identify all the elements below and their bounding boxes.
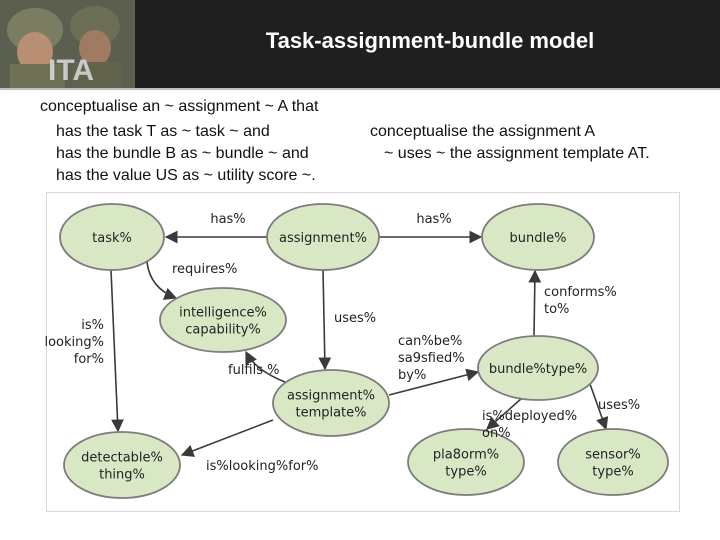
edge-label-line: is% <box>81 318 104 333</box>
edge-bundletype-bundle <box>528 269 542 337</box>
edge-label-line: to% <box>544 302 569 317</box>
node-label-line: assignment% <box>279 231 367 246</box>
node-label-line: capability% <box>185 323 261 338</box>
edge-label-task-intelligence: requires% <box>172 262 237 277</box>
node-sensor: sensor% type% <box>557 428 669 496</box>
node-ellipse-task <box>59 203 165 271</box>
node-platform: pla8orm% type% <box>407 428 525 496</box>
edge-label-template-bundletype: can%be% sa9sfied% by% <box>398 334 465 383</box>
edge-template-detectable <box>180 419 274 457</box>
node-ellipse-sensor <box>557 428 669 496</box>
edge-label-assignment-template: uses% <box>334 311 376 326</box>
edge-label-bundletype-sensor: uses% <box>598 398 640 413</box>
edge-bundletype-sensor <box>589 383 609 431</box>
edge-label-template-intelligence: fulfils % <box>228 363 280 378</box>
left-text-line-3: has the bundle B as ~ bundle ~ and <box>56 145 309 162</box>
node-label-bundle_type: bundle%type% <box>489 362 587 377</box>
node-label-line: pla8orm% <box>433 448 499 463</box>
edge-label-bundletype-bundle: conforms% to% <box>544 285 617 317</box>
edge-label-line: is%deployed% <box>482 409 577 424</box>
right-text-line-1: conceptualise the assignment A <box>370 123 596 140</box>
node-ellipse-bundle_type <box>477 335 599 401</box>
edge-task-detectable <box>110 269 124 433</box>
edge-label-line: has% <box>416 212 451 227</box>
left-text-line-4: has the value US as ~ utility score ~. <box>56 167 316 184</box>
edge-label-line: looking% <box>44 335 104 350</box>
node-label-assignment: assignment% <box>279 231 367 246</box>
edge-label-line: fulfils % <box>228 363 280 378</box>
node-label-platform: pla8orm% type% <box>433 448 499 480</box>
node-label-task: task% <box>92 231 132 246</box>
node-label-detectable: detectable% thing% <box>81 451 163 483</box>
right-text-line-2: ~ uses ~ the assignment template AT. <box>384 145 650 162</box>
node-label-line: type% <box>445 465 486 480</box>
edge-label-line: has% <box>210 212 245 227</box>
edge-label-line: for% <box>74 352 104 367</box>
edge-label-line: by% <box>398 368 426 383</box>
page-title: Task-assignment-bundle model <box>265 28 595 53</box>
node-label-line: type% <box>592 465 633 480</box>
edge-bundletype-platform <box>486 397 523 430</box>
edge-label-task-detectable: is% looking% for% <box>44 318 104 367</box>
node-bundle_type: bundle%type% <box>477 335 599 401</box>
node-label-intelligence: intelligence% capability% <box>179 306 267 338</box>
node-assignment_template: assignment% template% <box>272 369 390 437</box>
node-bundle: bundle% <box>481 203 595 271</box>
edge-label-line: can%be% <box>398 334 462 349</box>
node-label-line: sensor% <box>585 448 640 463</box>
node-label-line: intelligence% <box>179 306 267 321</box>
soldiers-photo: ITA <box>0 0 135 88</box>
left-text-line-2: has the task T as ~ task ~ and <box>56 123 270 140</box>
edge-task-intelligence <box>146 261 178 300</box>
node-label-line: bundle%type% <box>489 362 587 377</box>
edge-label-bundletype-platform: is%deployed% on% <box>482 409 577 441</box>
edge-label-assignment-bundle: has% <box>416 212 451 227</box>
edge-assignment-template <box>318 269 332 371</box>
edge-label-template-detectable: is%looking%for% <box>206 459 318 474</box>
header-divider <box>0 88 720 90</box>
node-intelligence: intelligence% capability% <box>159 287 287 353</box>
edge-label-line: uses% <box>598 398 640 413</box>
node-ellipse-assignment_template <box>272 369 390 437</box>
node-label-line: task% <box>92 231 132 246</box>
edge-label-line: uses% <box>334 311 376 326</box>
edge-label-line: sa9sfied% <box>398 351 465 366</box>
header-bar: ITA Task-assignment-bundle model <box>0 0 720 88</box>
edge-label-line: conforms% <box>544 285 617 300</box>
node-label-bundle: bundle% <box>510 231 567 246</box>
node-ellipse-detectable <box>63 431 181 499</box>
node-label-line: bundle% <box>510 231 567 246</box>
node-task: task% <box>59 203 165 271</box>
node-label-line: template% <box>295 406 366 421</box>
node-ellipse-assignment <box>266 203 380 271</box>
edge-label-assignment-task: has% <box>210 212 245 227</box>
node-ellipse-platform <box>407 428 525 496</box>
edge-label-line: on% <box>482 426 511 441</box>
edge-template-bundletype <box>388 368 480 396</box>
node-detectable: detectable% thing% <box>63 431 181 499</box>
node-ellipse-bundle <box>481 203 595 271</box>
node-label-line: detectable% <box>81 451 163 466</box>
edge-label-line: requires% <box>172 262 237 277</box>
logo-text: ITA <box>48 54 94 87</box>
diagram-frame <box>46 192 680 512</box>
left-text-line-1: conceptualise an ~ assignment ~ A that <box>40 98 319 115</box>
node-assignment: assignment% <box>266 203 380 271</box>
edge-template-intelligence <box>245 350 286 383</box>
node-label-line: thing% <box>99 468 145 483</box>
edge-label-line: is%looking%for% <box>206 459 318 474</box>
node-label-sensor: sensor% type% <box>585 448 640 480</box>
node-label-assignment_template: assignment% template% <box>287 389 375 421</box>
node-ellipse-intelligence <box>159 287 287 353</box>
node-label-line: assignment% <box>287 389 375 404</box>
